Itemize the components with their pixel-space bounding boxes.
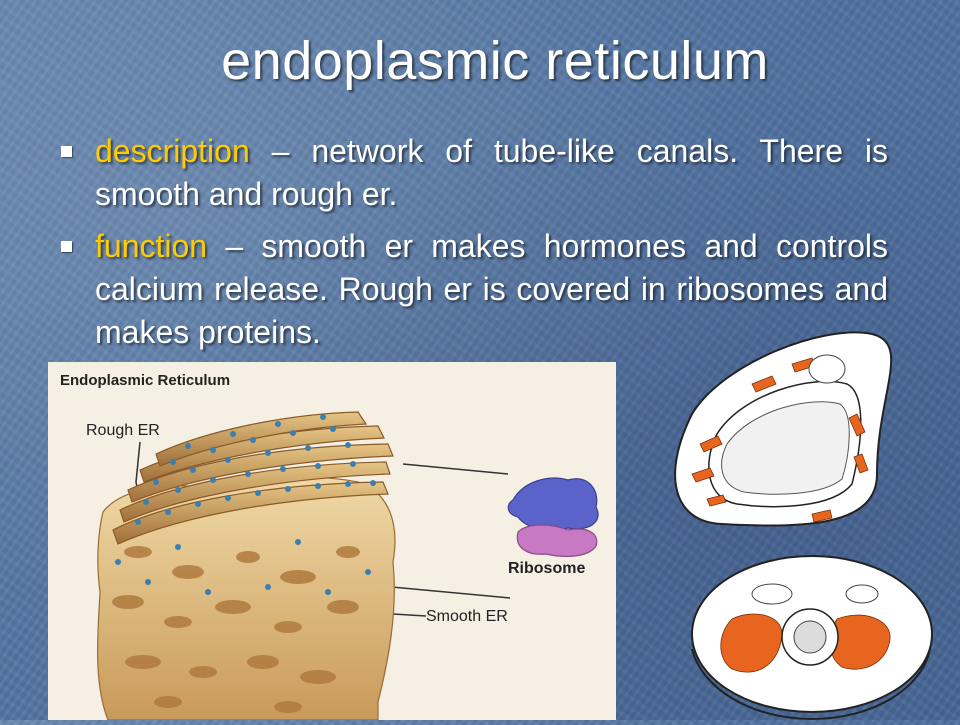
- plant-cell-illustration: [674, 331, 893, 527]
- cell-drawings: [662, 324, 960, 721]
- cell-illustration: [674, 331, 933, 721]
- animal-cell-illustration: [691, 555, 933, 721]
- bullet-text: – smooth er makes hormones and controls …: [95, 228, 888, 350]
- bullet-keyword: function: [95, 228, 208, 264]
- er-diagram-panel: Endoplasmic Reticulum Rough ER Ribosome …: [48, 362, 616, 720]
- bullet-square-icon: [61, 146, 72, 157]
- bullet-square-icon: [61, 241, 72, 252]
- bullet-description: description – network of tube-like canal…: [58, 130, 888, 216]
- label-ribosome: Ribosome: [508, 560, 586, 577]
- bullet-function: function – smooth er makes hormones and …: [58, 225, 888, 354]
- bullet-keyword: description: [95, 133, 250, 169]
- bullet-text: – network of tube-like canals. There is …: [95, 133, 888, 212]
- bullet-list: description – network of tube-like canal…: [58, 130, 888, 363]
- label-rough-er: Rough ER: [86, 422, 160, 439]
- label-smooth-er: Smooth ER: [426, 608, 508, 625]
- slide-title: endoplasmic reticulum: [221, 31, 769, 91]
- er-illustration: [97, 411, 599, 720]
- diagram-heading: Endoplasmic Reticulum: [60, 372, 231, 389]
- ribosome-illustration: [507, 477, 599, 557]
